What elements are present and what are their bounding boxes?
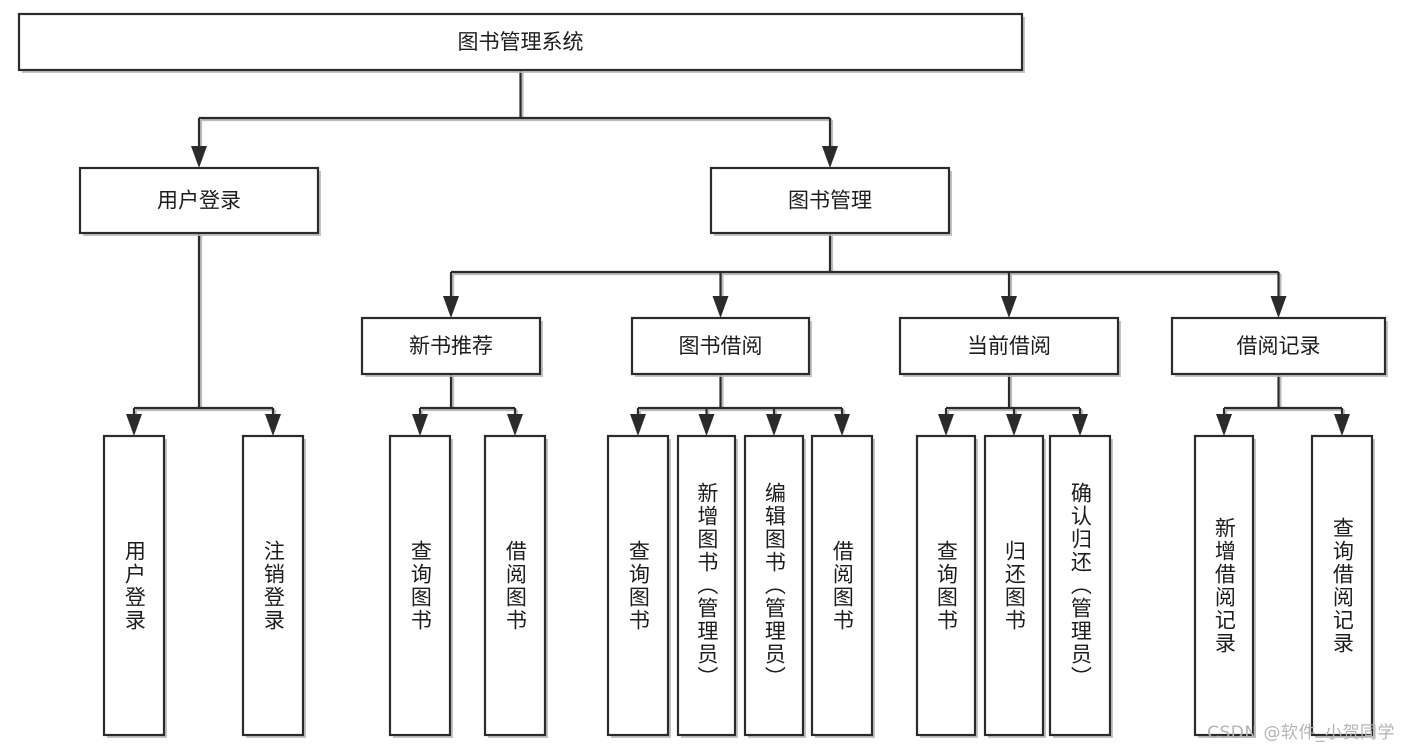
node-label-current-borrow: 当前借阅 <box>967 334 1051 358</box>
boxes-layer <box>17 12 1388 738</box>
node-box-current-borrow[interactable] <box>898 316 1120 376</box>
arrow-head-leaf-query-book-3 <box>938 414 954 436</box>
node-box-borrow-record[interactable] <box>1170 316 1387 376</box>
arrow-head-book-manage <box>822 146 838 168</box>
node-box-leaf-borrow-book-2[interactable] <box>810 434 874 737</box>
arrow-head-leaf-query-borrow-record <box>1334 414 1350 436</box>
arrow-head-new-book-recommend <box>443 296 459 318</box>
node-box-leaf-confirm-return-admin[interactable] <box>1048 434 1112 737</box>
arrow-head-user-login <box>191 146 207 168</box>
arrow-head-leaf-confirm-return-admin <box>1072 414 1088 436</box>
node-box-leaf-user-login[interactable] <box>102 434 166 737</box>
node-label-borrow-record: 借阅记录 <box>1237 334 1321 358</box>
arrow-head-leaf-borrow-book-2 <box>834 414 850 436</box>
arrow-head-leaf-user-logout <box>265 414 281 436</box>
node-box-leaf-return-book[interactable] <box>983 434 1045 737</box>
node-box-leaf-add-borrow-record[interactable] <box>1193 434 1255 737</box>
node-box-user-login[interactable] <box>78 166 320 235</box>
arrow-head-leaf-query-book-2 <box>630 414 646 436</box>
arrow-head-borrow-record <box>1270 296 1287 318</box>
node-label-book-manage: 图书管理 <box>788 189 872 213</box>
node-box-leaf-query-book-3[interactable] <box>915 434 977 737</box>
node-box-new-book-recommend[interactable] <box>360 316 542 376</box>
node-box-leaf-user-logout[interactable] <box>241 434 305 737</box>
node-box-leaf-edit-book-admin[interactable] <box>743 434 805 737</box>
node-label-user-login: 用户登录 <box>157 189 241 213</box>
arrow-head-leaf-user-login <box>126 414 142 436</box>
arrow-head-leaf-return-book <box>1006 414 1022 436</box>
node-box-root[interactable] <box>17 12 1024 72</box>
node-label-book-borrow: 图书借阅 <box>679 334 763 358</box>
arrow-head-leaf-query-book-1 <box>412 414 428 436</box>
node-box-book-borrow[interactable] <box>630 316 811 376</box>
arrow-head-leaf-add-book-admin <box>698 414 715 436</box>
watermark: CSDN @软件_小贺同学 <box>1207 723 1395 743</box>
node-label-root: 图书管理系统 <box>458 30 584 54</box>
node-box-leaf-query-book-2[interactable] <box>606 434 670 737</box>
node-box-leaf-add-book-admin[interactable] <box>676 434 737 737</box>
arrow-head-leaf-add-borrow-record <box>1216 414 1232 436</box>
node-label-new-book-recommend: 新书推荐 <box>409 334 493 358</box>
arrow-head-leaf-edit-book-admin <box>766 414 782 436</box>
arrow-head-book-borrow <box>712 296 729 318</box>
node-box-leaf-query-borrow-record[interactable] <box>1310 434 1374 737</box>
arrow-head-current-borrow <box>1001 296 1017 318</box>
arrow-head-leaf-borrow-book-1 <box>507 414 523 436</box>
node-box-book-manage[interactable] <box>709 166 951 235</box>
connectors-layer <box>126 70 1350 436</box>
node-box-leaf-query-book-1[interactable] <box>388 434 452 737</box>
node-box-leaf-borrow-book-1[interactable] <box>483 434 547 737</box>
